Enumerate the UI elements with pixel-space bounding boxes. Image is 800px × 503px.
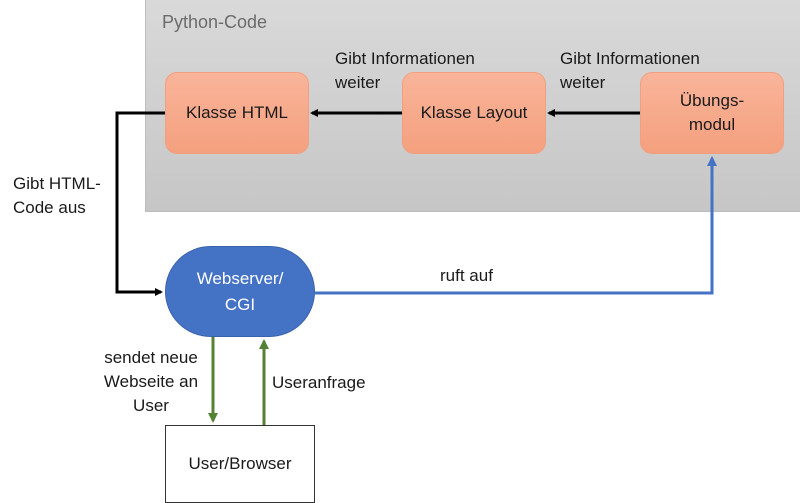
node-label: Klasse HTML [185,103,289,122]
node-user-browser: User/Browser [165,425,315,503]
node-label: Übungs- modul [679,91,745,134]
edge-label-server-to-user: sendet neue Webseite an User [103,348,199,415]
edge-label-html-to-server: Gibt HTML- Code aus [13,174,101,217]
node-label: Webserver/ CGI [196,268,284,314]
edge-label-server-to-modul: ruft auf [440,266,493,285]
edge-label-layout-to-html: Gibt Informationen weiter [335,49,475,92]
node-klasse-layout: Klasse Layout [402,72,546,154]
edge-label-modul-to-layout: Gibt Informationen weiter [560,49,700,92]
node-label: User/Browser [188,454,292,473]
panel-title: Python-Code [162,12,268,32]
node-klasse-html: Klasse HTML [165,72,309,154]
node-webserver-cgi: Webserver/ CGI [165,246,315,337]
node-label: Klasse Layout [420,103,528,122]
node-uebungsmodul: Übungs- modul [640,72,784,154]
edge-label-user-to-server: Useranfrage [272,373,366,392]
